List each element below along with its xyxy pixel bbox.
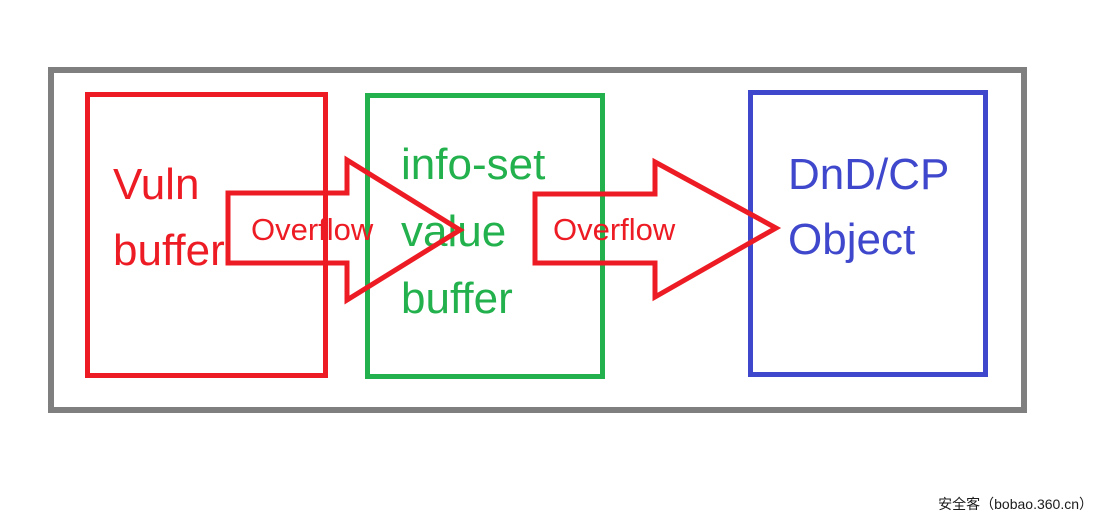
outer-frame bbox=[48, 67, 1027, 413]
info-set-label-line-1: info-set bbox=[401, 140, 546, 189]
dnd-cp-object-label: DnD/CP Object bbox=[788, 142, 949, 272]
vuln-buffer-label-line-1: Vuln bbox=[113, 160, 200, 209]
vuln-buffer-label: Vuln buffer bbox=[113, 152, 225, 284]
overflow-label-right: Overflow bbox=[553, 212, 676, 247]
overflow-label-left: Overflow bbox=[251, 212, 374, 247]
info-set-value-buffer-label: info-set value buffer bbox=[401, 131, 545, 332]
info-set-label-line-3: buffer bbox=[401, 274, 513, 323]
info-set-label-line-2: value bbox=[401, 207, 507, 256]
vuln-buffer-label-line-2: buffer bbox=[113, 226, 225, 275]
dnd-cp-label-line-2: Object bbox=[788, 215, 916, 264]
dnd-cp-label-line-1: DnD/CP bbox=[788, 150, 950, 199]
watermark-text: 安全客（bobao.360.cn） bbox=[938, 496, 1093, 512]
